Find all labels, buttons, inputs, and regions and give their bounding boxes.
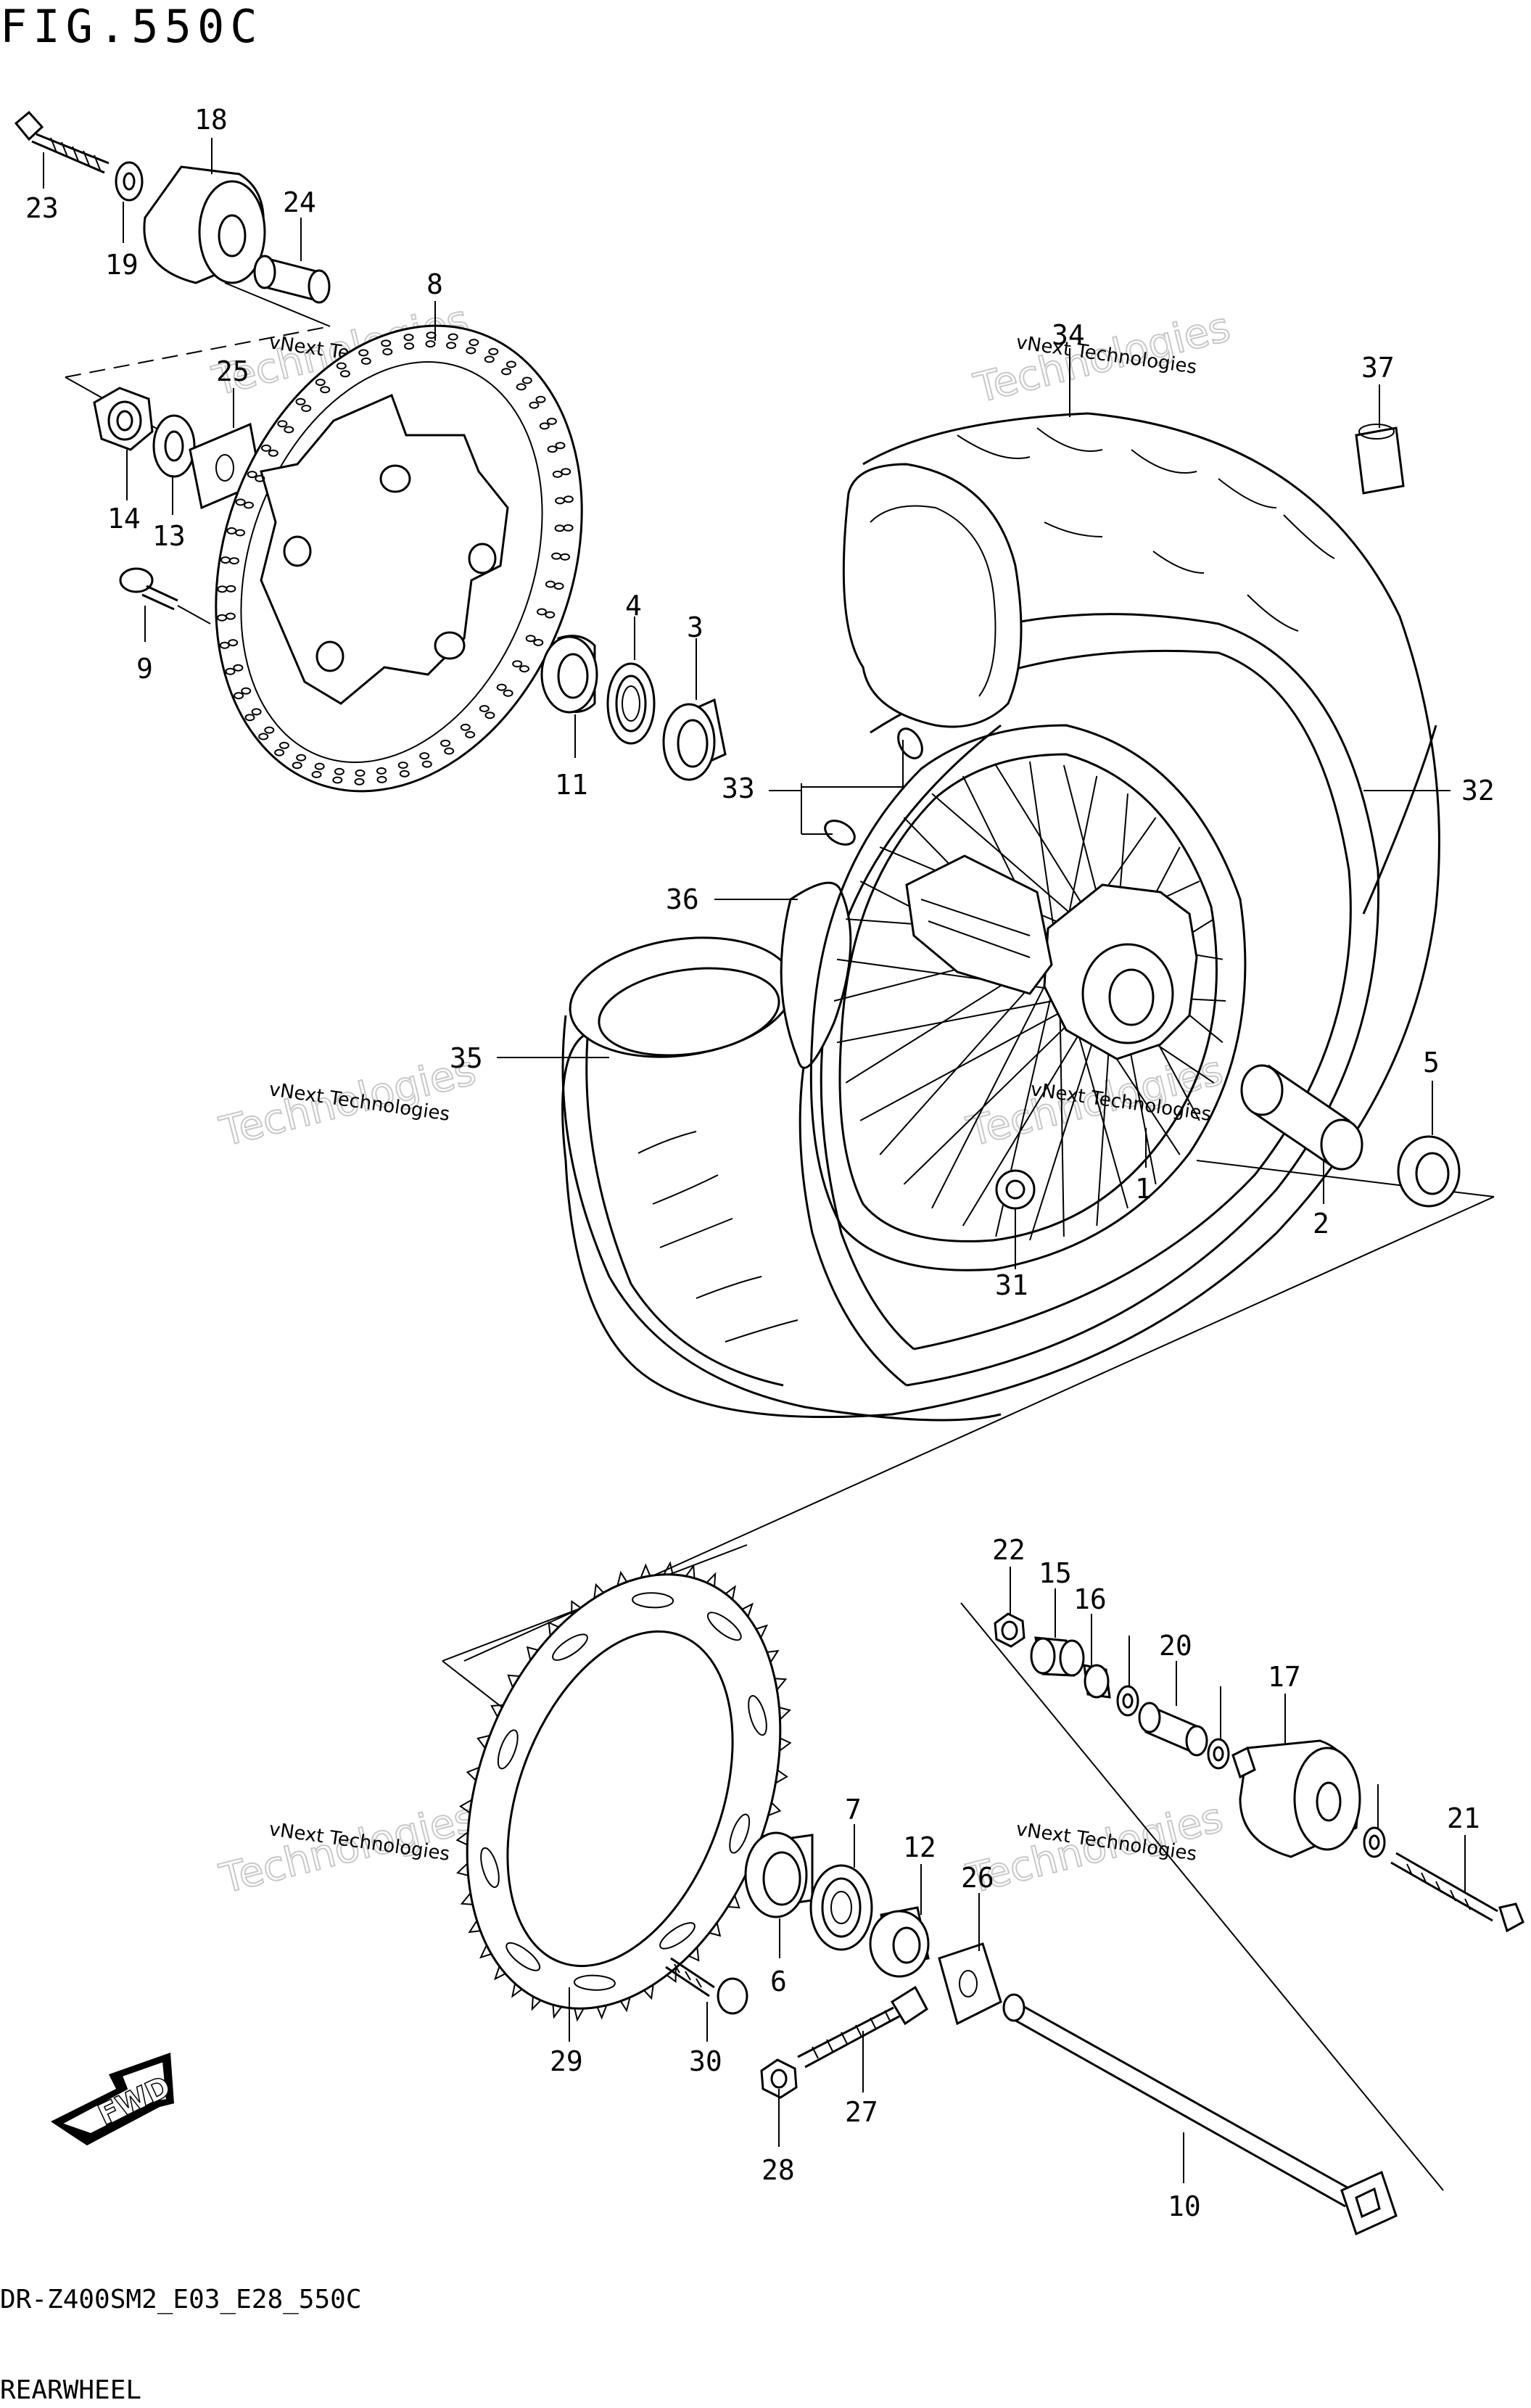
callout-17: 17 [1268, 1661, 1301, 1693]
callout-32: 32 [1461, 775, 1495, 807]
figure-title: FIG.550C [0, 0, 263, 53]
callout-16: 16 [1073, 1583, 1107, 1615]
part-21-bolt [1390, 1852, 1524, 1933]
part-6-bearing [744, 1831, 814, 1918]
callout-22: 22 [992, 1534, 1026, 1566]
part-32-rear-tire [561, 412, 1440, 1419]
part-17-balancer [1231, 1739, 1361, 1858]
part-13-washer [152, 414, 196, 478]
part-2-spacer [1240, 1064, 1363, 1171]
part-10-rear-axle [1002, 1993, 1398, 2236]
part-27-adjuster-bolt [797, 1985, 928, 2069]
callout-26: 26 [961, 1862, 994, 1894]
callout-23: 23 [25, 192, 59, 224]
part-22-nut [994, 1612, 1026, 1648]
callout-14: 14 [107, 503, 141, 535]
part-11-spacer [540, 635, 598, 714]
callout-18: 18 [194, 104, 228, 136]
callout-27: 27 [845, 2096, 878, 2128]
callout-7: 7 [845, 1794, 862, 1826]
part-24-collar [253, 255, 331, 304]
leader-lines [43, 138, 1466, 2183]
callout-12: 12 [903, 1831, 936, 1863]
callout-11: 11 [555, 769, 588, 801]
callout-10: 10 [1168, 2190, 1201, 2222]
part-35-tube [561, 936, 1002, 1422]
callout-9: 9 [136, 653, 153, 685]
part-33-spoke-nipples [824, 727, 923, 846]
callout-21: 21 [1447, 1802, 1480, 1834]
part-31-valve-nut [995, 1169, 1036, 1210]
callout-31: 31 [995, 1269, 1028, 1301]
callout-15: 15 [1039, 1557, 1072, 1589]
callout-3: 3 [687, 611, 703, 643]
callout-13: 13 [152, 520, 186, 552]
callout-labels: 1 2 3 4 5 6 7 8 9 10 11 12 13 14 15 16 1… [25, 104, 1495, 2222]
watermark-bottom-right: Technologies vNext Technologies [962, 1793, 1229, 1903]
callout-34: 34 [1052, 319, 1085, 351]
callout-8: 8 [426, 268, 443, 300]
part-37-valve-cap [1355, 424, 1405, 495]
callout-28: 28 [762, 2154, 795, 2186]
part-8-brake-disc [215, 324, 583, 793]
callout-30: 30 [689, 2045, 722, 2077]
watermark-bottom-left: Technologies vNext Technologies [215, 1793, 482, 1903]
part-14-nut [93, 387, 154, 451]
callout-36: 36 [666, 883, 699, 915]
callout-6: 6 [770, 1966, 787, 1997]
part-7-oil-seal [809, 1864, 873, 1951]
part-4-oil-seal [606, 662, 656, 745]
watermark-mid-right: Technologies vNext Technologies [962, 1046, 1229, 1156]
callout-5: 5 [1423, 1047, 1440, 1079]
callout-1: 1 [1135, 1173, 1152, 1205]
part-19-washer-2 [1116, 1685, 1139, 1717]
part-9-screw [119, 567, 211, 624]
part-1-wheel-hub-assembly [809, 724, 1247, 1271]
part-18-balancer [143, 165, 266, 284]
part-20-collar [1138, 1702, 1208, 1757]
diagram-name: REARWHEEL [0, 2375, 142, 2405]
part-12-collar [869, 1906, 930, 1978]
callout-25: 25 [216, 355, 249, 387]
part-19-washer-4 [1363, 1826, 1386, 1858]
callout-4: 4 [625, 590, 642, 622]
part-36-rim-band [780, 881, 852, 1069]
callout-37: 37 [1361, 352, 1395, 384]
part-30-bolt [665, 1957, 748, 2015]
watermark-mid-left: Technologies vNext Technologies [215, 1046, 482, 1156]
part-16-collar [1083, 1664, 1111, 1699]
part-28-nut [760, 2058, 798, 2099]
watermark-top-right: Technologies vNext Technologies [969, 302, 1236, 413]
part-23-bolt [14, 110, 110, 174]
part-3-bearing [662, 698, 727, 781]
part-26-chain-adjuster-plate [938, 1942, 1002, 2026]
part-19-washer-3 [1207, 1738, 1230, 1770]
part-19-washer [115, 161, 144, 202]
part-29-rear-sprocket [455, 1561, 792, 2022]
callout-19: 19 [105, 249, 139, 281]
part-5-bearing [1397, 1135, 1461, 1208]
callout-35: 35 [450, 1042, 483, 1074]
model-code: DR-Z400SM2_E03_E28_550C [0, 2285, 362, 2314]
callout-29: 29 [550, 2045, 583, 2077]
fwd-arrow-icon: FWD [51, 2053, 177, 2145]
callout-33: 33 [722, 772, 755, 804]
callout-24: 24 [283, 186, 316, 218]
part-15-collar [1030, 1636, 1085, 1677]
callout-2: 2 [1313, 1208, 1329, 1240]
callout-20: 20 [1159, 1630, 1192, 1662]
